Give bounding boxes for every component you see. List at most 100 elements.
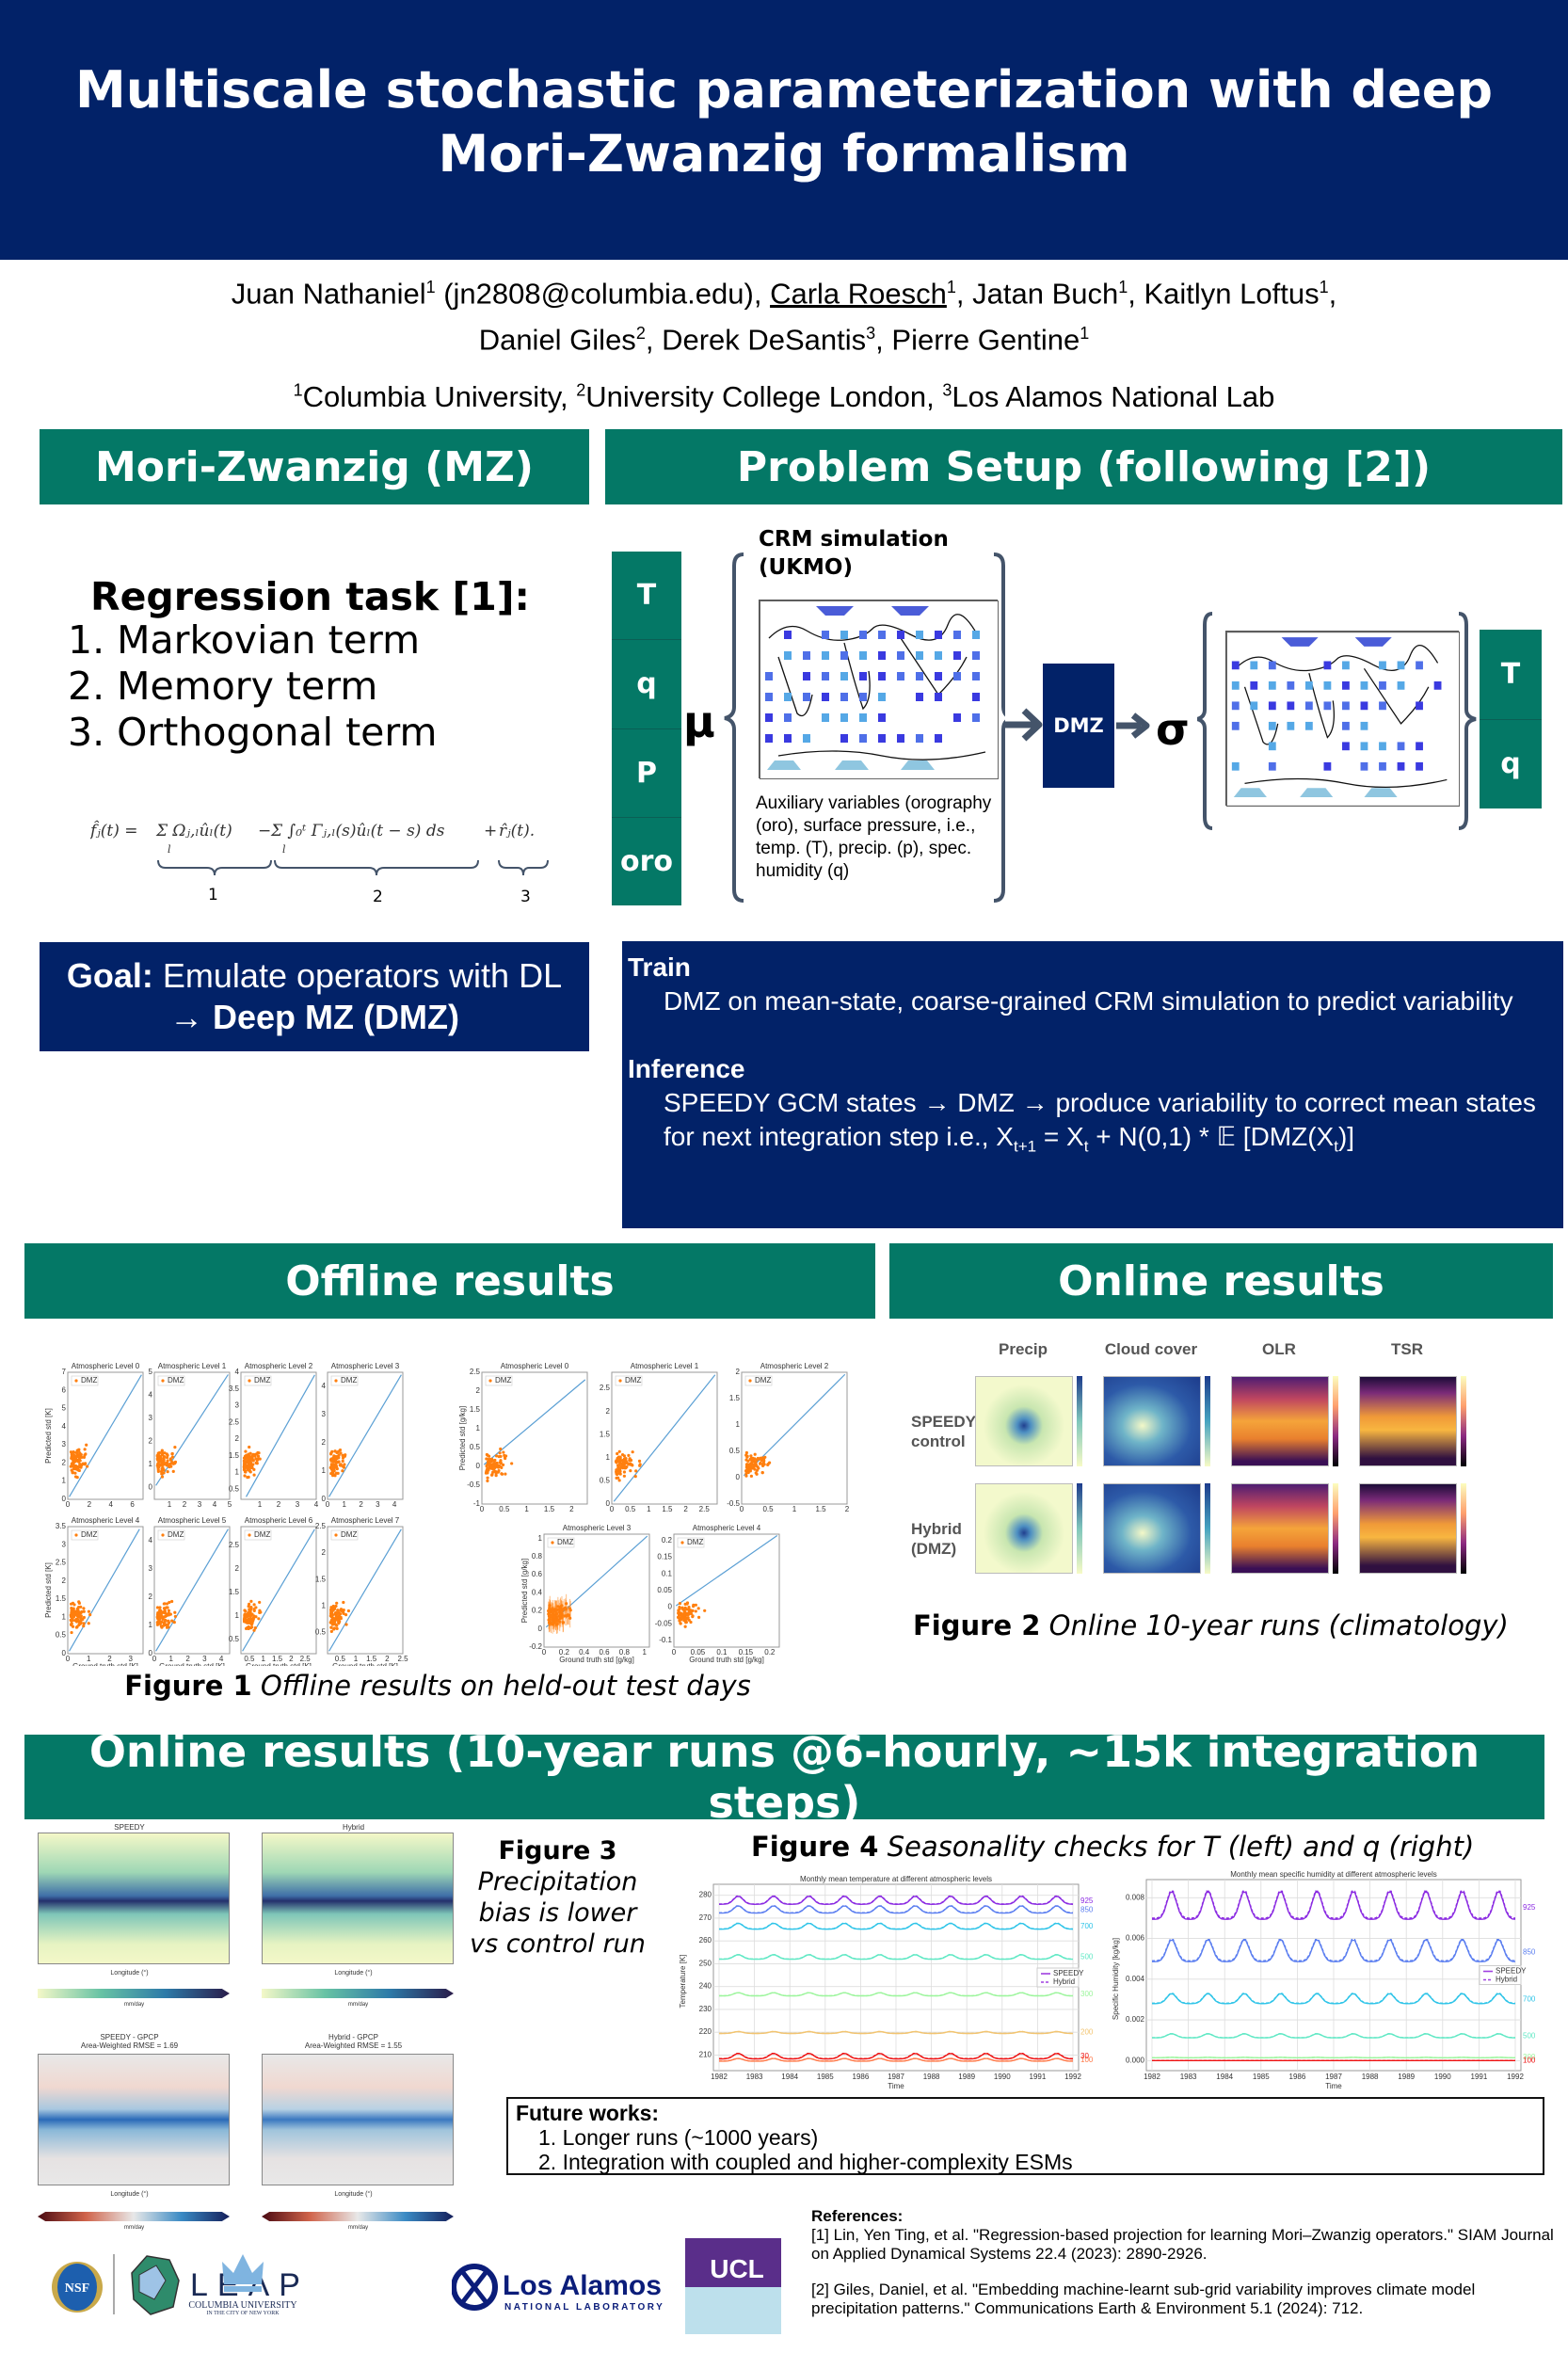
affiliation-marker: 1 [1080,324,1090,344]
crm-cell [840,734,848,743]
plot-frame [67,1526,144,1655]
scatter-point [167,1609,171,1612]
crm-cell [1360,721,1368,730]
dmz-model-box: DMZ [1043,664,1114,788]
y-tick-label: 230 [699,2005,712,2013]
scatter-point [488,1460,491,1464]
y-axis-label: Specific Humidity [kg/kg] [1112,1938,1120,2020]
scatter-point [335,1450,339,1455]
x-tick-label: 3 [296,1500,300,1509]
crm-cell [840,672,848,680]
crm-cell [1416,701,1423,711]
crm-cell [1433,680,1442,690]
colorbar [1077,1483,1082,1574]
scatter-point [616,1456,620,1461]
dmz-output-map [1225,631,1461,808]
colorbar [1333,1376,1338,1466]
legend-box [71,1375,99,1386]
train-inference-box: Train DMZ on mean-state, coarse-grained … [622,941,1563,1228]
y-tick-label: 4 [149,1391,153,1400]
colorbar [1205,1483,1210,1574]
crm-cell [1354,637,1392,647]
y-tick-label: 7 [62,1368,67,1376]
crm-cell [972,672,980,680]
legend-marker [618,1379,622,1383]
author-name: Pierre Gentine [891,323,1080,357]
scatter-point [70,1609,73,1614]
crm-cell [1379,761,1386,771]
crm-cell [878,693,886,701]
scatter-point [74,1625,79,1629]
scatter-point [744,1450,748,1455]
arrow-to-dmz-icon [1005,708,1043,742]
y-tick-label: 1.5 [470,1405,481,1414]
scatter-point [634,1469,638,1473]
crm-cell [859,693,867,701]
y-tick-label: 1.5 [729,1394,741,1402]
scatter-point [754,1460,758,1464]
y-tick-label: 1 [538,1534,543,1543]
crm-cell [1323,701,1332,711]
scatter-point [551,1610,555,1614]
scatter-point [503,1453,506,1457]
crm-cell [1397,761,1405,771]
x-tick-label: 1985 [817,2073,834,2081]
legend-box [677,1537,705,1548]
scatter-point [244,1626,248,1631]
crm-title: CRM simulation (UKMO) [759,525,949,582]
x-tick-label: 6 [130,1500,135,1509]
y-tick-label: 3 [149,1564,153,1573]
x-tick-label: 1986 [853,2073,870,2081]
x-axis-label: Time [888,2082,904,2089]
output-brace-group [1197,612,1477,830]
x-axis-label: Ground truth std [g/kg] [559,1656,634,1664]
crm-cell [1250,680,1258,690]
hybrid-line [1151,1939,1516,1962]
legend-label: DMZ [81,1376,97,1385]
scatter-point [760,1471,764,1475]
crm-cell [822,631,829,639]
x-tick-label: 1992 [1507,2073,1524,2081]
crm-cell [1379,661,1386,670]
references: References: [1] Lin, Yen Ting, et al. "R… [811,2207,1555,2318]
crm-cell [1250,701,1258,711]
crm-cell [1416,761,1423,771]
y-tick-label: 2 [606,1407,611,1416]
crm-input-map [759,600,1000,780]
x-tick-label: 4 [392,1500,397,1509]
scatter-point [157,1451,161,1455]
scatter-point [80,1455,84,1460]
scatter-point [492,1466,496,1470]
scatter-point [703,1609,707,1612]
crm-cell [803,734,810,743]
crm-cell [916,693,923,701]
y-tick-label: 2 [62,1577,67,1585]
author-line-1: Juan Nathaniel1 (jn2808@columbia.edu), C… [231,277,1337,311]
scatter-point [678,1617,681,1621]
crm-cell [784,734,792,743]
y-tick-label: -0.5 [727,1499,740,1508]
y-tick-label: 1 [736,1420,741,1429]
legend-label: DMZ [755,1376,771,1385]
scatter-point [622,1474,626,1478]
author-name: Kaitlyn Loftus [1144,277,1320,311]
y-tick-label: 2 [322,1438,327,1447]
crm-cell [859,631,867,639]
crm-cell [897,651,904,660]
crm-cell [1268,721,1276,730]
author-name: Carla Roesch [770,277,947,311]
author-list: Juan Nathaniel1 (jn2808@columbia.edu), C… [0,267,1568,360]
crm-cell [1231,701,1240,711]
author-line-2: Daniel Giles2, Derek DeSantis3, Pierre G… [478,323,1090,357]
x-tick-label: 1 [261,1655,265,1663]
crm-cell [1323,661,1332,670]
scatter-point [71,1616,74,1620]
scatter-point [489,1466,493,1470]
y-tick-label: 280 [699,1891,712,1899]
scatter-point [504,1456,507,1461]
crm-cell [935,672,942,680]
y-tick-label: 0 [606,1499,611,1508]
